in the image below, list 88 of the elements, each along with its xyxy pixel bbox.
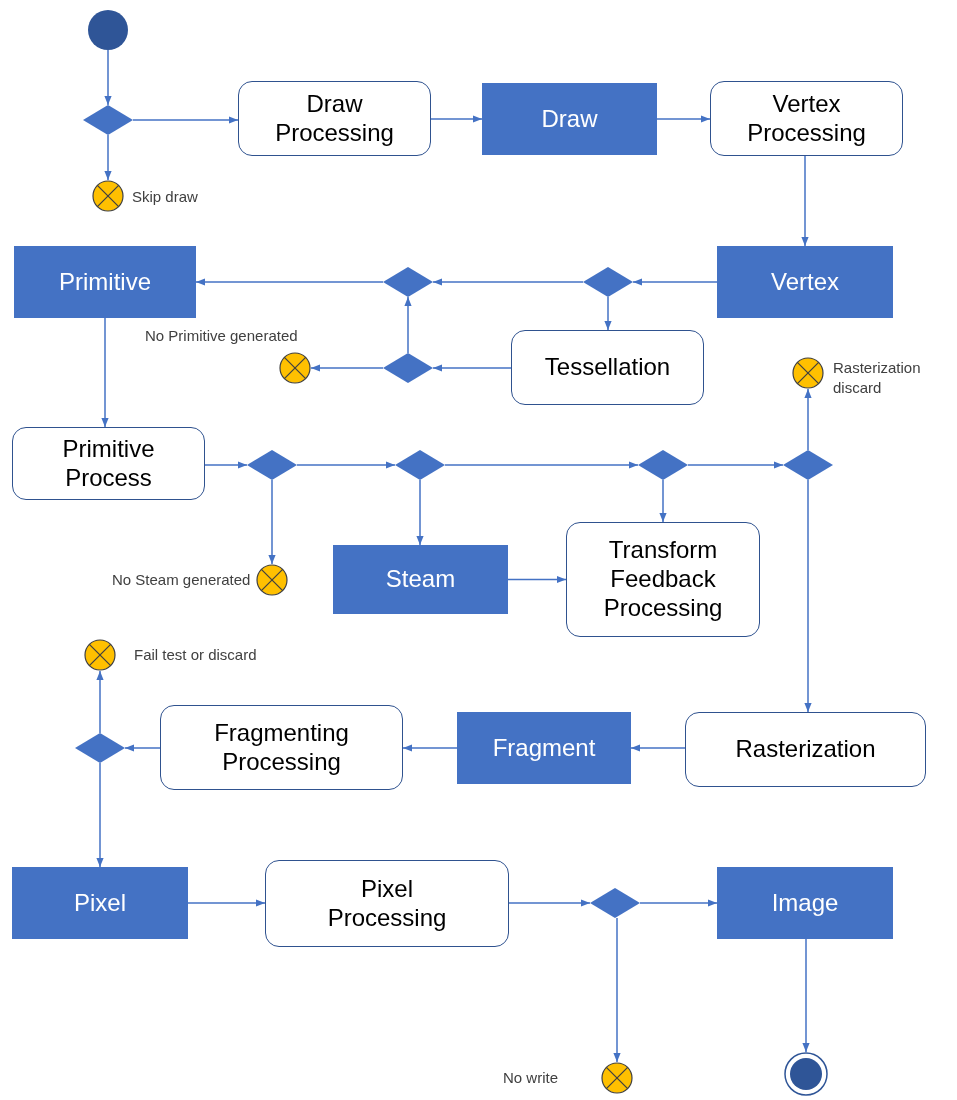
arrow [801,155,809,247]
decision-diamond [383,353,433,383]
arrow [632,278,718,286]
node-caption: Rasterization discard [833,358,922,399]
arrow [204,461,248,469]
decision-diamond [383,267,433,297]
node-caption: No Primitive generated [145,326,298,346]
end-node [784,1052,828,1096]
arrow [687,461,784,469]
arrow [639,899,718,907]
arrow [432,364,512,372]
action-box [238,81,431,156]
object-box [717,867,893,939]
arrow [804,479,812,713]
node-label: Tessellation [544,353,671,382]
arrow [444,461,639,469]
object-box [717,246,893,318]
action-box [685,712,926,787]
arrow [508,899,591,907]
arrow [402,744,458,752]
decision-diamond [583,267,633,297]
object-box [14,246,196,318]
object-box [457,712,631,784]
arrow [268,479,276,565]
node-label: Draw Processing [274,89,395,148]
node-label: Primitive [59,267,151,297]
arrow [613,917,621,1063]
arrow [124,744,161,752]
arrow [296,461,396,469]
decision-diamond [638,450,688,480]
arrow [195,278,384,286]
arrow [432,278,584,286]
flow-final-node [84,639,116,671]
decision-diamond [83,105,133,135]
arrow [104,134,112,181]
decision-diamond [395,450,445,480]
arrow [507,575,567,584]
node-label: Pixel Processing [326,874,448,933]
decision-diamond [590,888,640,918]
arrow [310,364,384,372]
action-box [710,81,903,156]
action-box [511,330,704,405]
node-label: Primitive Process [61,434,156,493]
node-label: Steam [385,565,456,594]
decision-diamond [783,450,833,480]
arrow [187,899,266,907]
decision-diamond [247,450,297,480]
action-box [12,427,205,500]
node-caption: Fail test or discard [134,645,257,665]
arrow [804,388,812,451]
arrow [96,762,104,868]
node-caption: No Steam generated [112,570,251,590]
arrow [430,115,483,123]
arrow [104,49,112,106]
action-box [566,522,760,637]
node-caption: Skip draw [132,187,198,207]
action-box [160,705,403,790]
object-box [12,867,188,939]
object-box [482,83,657,155]
flow-final-node [601,1062,633,1094]
flow-final-node [92,180,124,212]
decision-diamond [75,733,125,763]
arrow [404,296,412,354]
arrow [604,296,612,331]
action-box [265,860,509,947]
node-label: Rasterization [735,735,876,764]
flow-final-node [256,564,288,596]
arrow [132,116,239,124]
node-label: Transform Feedback Processing [602,536,724,623]
node-label: Draw [541,104,598,134]
start-node [88,10,128,50]
arrow [416,479,424,546]
object-box [333,545,508,614]
arrow [659,479,667,523]
node-caption: No write [503,1068,558,1088]
arrow [802,938,810,1053]
arrow [96,670,104,734]
node-label: Vertex Processing [746,89,867,148]
arrow [656,115,711,123]
arrow [101,317,109,428]
node-label: Fragmenting Processing [213,718,350,777]
node-label: Image [771,888,839,918]
arrow [630,744,686,752]
node-label: Pixel [74,888,126,918]
node-label: Fragment [492,733,596,763]
node-label: Vertex [770,267,839,297]
flow-final-node [792,357,824,389]
flow-final-node [279,352,311,384]
